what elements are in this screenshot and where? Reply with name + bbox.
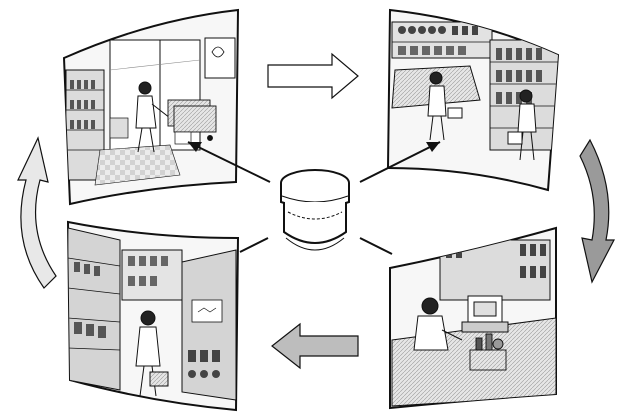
panel-shelf-aisle [68, 222, 238, 410]
flow-arrow-right-icon [268, 54, 358, 98]
cash-register-icon [462, 296, 508, 332]
panel-checkout-counter [390, 228, 556, 408]
coverage-line-bottom-left [240, 238, 268, 252]
flow-arrow-curve-up-icon [18, 138, 56, 288]
flow-arrow-left-icon [272, 324, 358, 368]
dome-camera-icon [281, 170, 349, 250]
coverage-line-bottom-right [360, 238, 392, 254]
flow-arrow-curve-down-icon [580, 140, 614, 282]
panel-store-entrance [64, 10, 238, 204]
panel-store-aisles [388, 10, 560, 190]
